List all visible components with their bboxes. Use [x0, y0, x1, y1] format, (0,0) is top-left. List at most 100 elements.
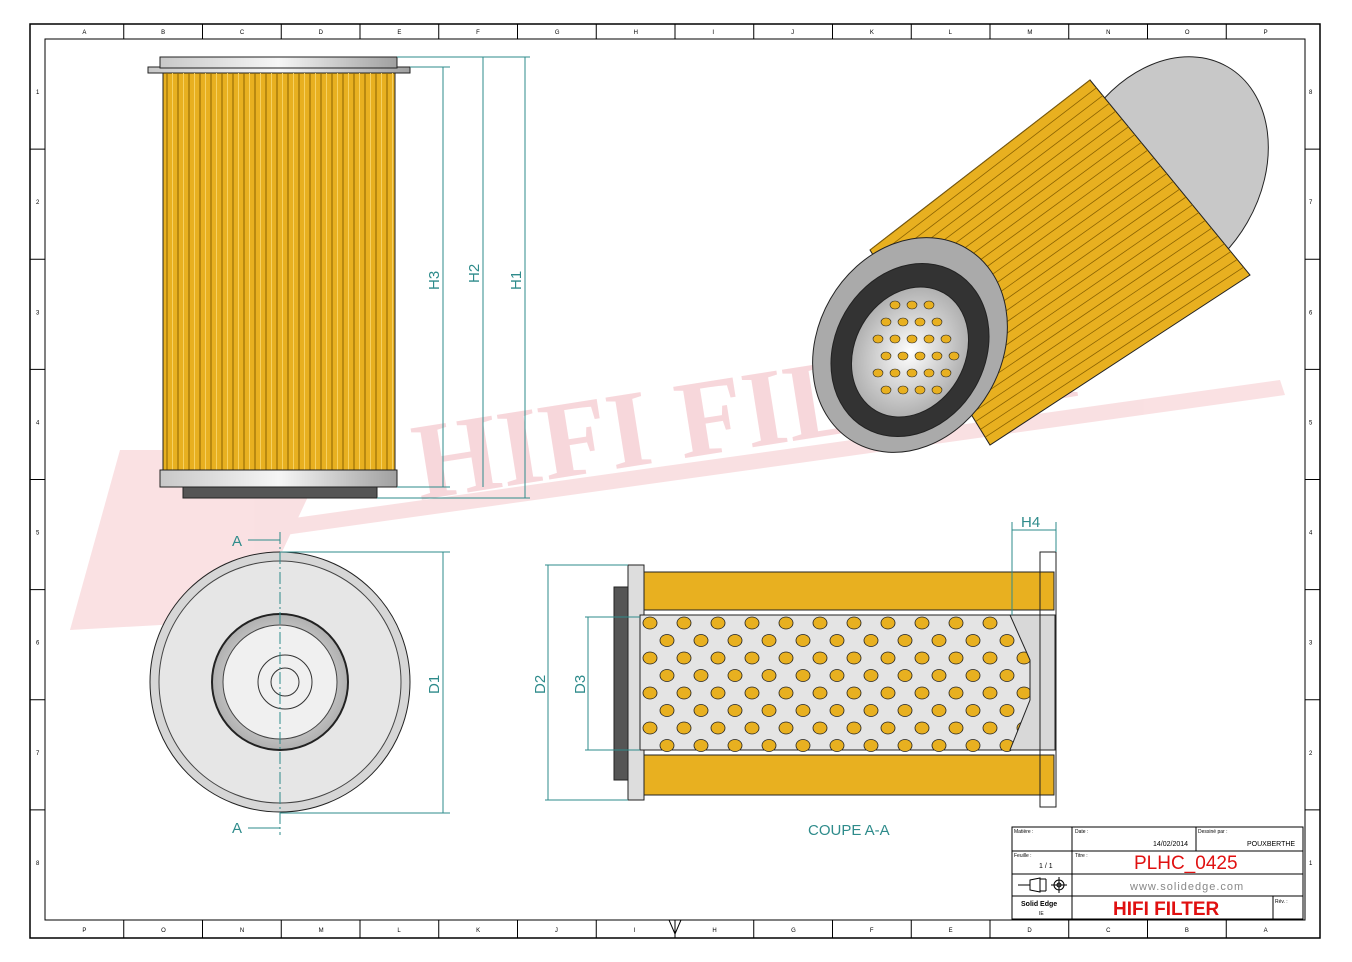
sheet-label: Feuille :: [1014, 853, 1032, 859]
tube-hole: [931, 669, 947, 682]
dim-h1: H1: [508, 271, 525, 290]
tube-hole: [642, 721, 658, 735]
tube-hole: [897, 704, 913, 717]
zone-row-label: 1: [1309, 861, 1313, 867]
tube-hole: [727, 634, 743, 647]
zone-row-label-left: 1: [36, 90, 40, 96]
zone-row-label: 3: [1309, 641, 1313, 647]
zone-column-label-top: L: [949, 30, 953, 36]
tube-hole: [948, 721, 964, 735]
iso-core-hole: [889, 300, 901, 310]
iso-pleat-line: [975, 251, 1232, 422]
zone-row-label-left: 3: [36, 310, 40, 316]
iso-core-hole: [931, 317, 943, 327]
rev-label: Rév. :: [1275, 899, 1288, 905]
tube-hole: [846, 686, 862, 700]
zone-row-label: 8: [1309, 90, 1313, 96]
iso-pleat-line: [869, 79, 1091, 251]
tube-hole: [744, 686, 760, 700]
zone-column-label-top: O: [1185, 30, 1190, 36]
tube-hole: [948, 686, 964, 700]
iso-pleat-line: [874, 87, 1097, 259]
right-endcap-cone: [1009, 614, 1056, 751]
tube-hole: [676, 616, 692, 630]
iso-pleat-line: [980, 259, 1238, 430]
tube-hole: [880, 616, 896, 630]
iso-core-hole: [906, 368, 918, 378]
tube-hole: [812, 686, 828, 700]
zone-column-label-top: P: [1264, 30, 1268, 36]
tube-hole: [727, 669, 743, 682]
front-view: H3 H2 H1: [147, 56, 530, 499]
iso-core-hole: [880, 385, 892, 395]
company-name: HIFI FILTER: [1113, 899, 1220, 920]
zone-row-label-left: 6: [36, 641, 40, 647]
pleated-media: [162, 72, 396, 471]
tube-hole: [710, 651, 726, 665]
tube-hole: [659, 704, 675, 717]
media-bottom-section: [643, 754, 1055, 796]
tube-hole: [880, 651, 896, 665]
tube-hole: [676, 686, 692, 700]
zone-column-label: D: [1027, 928, 1032, 934]
iso-core-hole: [897, 317, 909, 327]
bottom-seal: [182, 486, 378, 499]
iso-pleat-line: [984, 266, 1244, 438]
date-value: 14/02/2014: [1153, 841, 1188, 848]
zone-column-label-top: C: [240, 30, 245, 36]
watermark-stripe: [280, 380, 1285, 535]
iso-core-hole: [880, 351, 892, 361]
zone-column-label: E: [949, 928, 953, 934]
iso-core-hole: [906, 334, 918, 344]
iso-core-hole: [940, 368, 952, 378]
software-name: Solid Edge: [1021, 901, 1057, 908]
tube-hole: [693, 704, 709, 717]
tube-hole: [931, 739, 947, 752]
tube-hole: [948, 651, 964, 665]
date-label: Date :: [1075, 829, 1088, 835]
iso-core-hole: [931, 351, 943, 361]
tube-hole: [778, 686, 794, 700]
tube-hole: [931, 704, 947, 717]
section-marker-top: A: [232, 533, 242, 550]
zone-column-label-top: A: [82, 30, 86, 36]
tube-hole: [982, 686, 998, 700]
dim-h2: H2: [466, 264, 483, 283]
tube-hole: [761, 704, 777, 717]
iso-core-hole: [923, 368, 935, 378]
tube-hole: [897, 739, 913, 752]
dim-d1: D1: [426, 675, 443, 694]
tube-hole: [914, 651, 930, 665]
zone-column-label-top: B: [161, 30, 165, 36]
section-view: D2 D3 H4 COUPE A-A: [532, 514, 1057, 839]
zone-row-label: 4: [1309, 531, 1313, 537]
zone-column-label: F: [870, 928, 874, 934]
tube-hole: [914, 721, 930, 735]
iso-core-holes: [872, 300, 960, 395]
tube-hole: [965, 669, 981, 682]
tube-hole: [880, 721, 896, 735]
iso-core-hole: [948, 351, 960, 361]
tube-hole: [1016, 686, 1032, 700]
iso-core-hole: [897, 351, 909, 361]
zone-column-label: H: [712, 928, 716, 934]
zone-column-label-top: M: [1027, 30, 1032, 36]
center-bore: [270, 667, 300, 697]
tube-hole: [965, 704, 981, 717]
tube-hole: [693, 739, 709, 752]
tube-hole: [999, 634, 1015, 647]
zone-column-label: I: [634, 928, 636, 934]
zone-row-label-left: 2: [36, 200, 40, 206]
tube-hole: [863, 739, 879, 752]
tube-hole: [744, 616, 760, 630]
zone-column-label: N: [240, 928, 244, 934]
tube-hole: [829, 704, 845, 717]
media-top-section: [643, 571, 1055, 611]
tube-hole: [761, 739, 777, 752]
iso-pleat-line: [965, 235, 1219, 407]
zone-row-label: 7: [1309, 200, 1313, 206]
section-arrows: [248, 539, 280, 829]
drawn-by-label: Dessiné par :: [1198, 829, 1227, 835]
tube-hole: [829, 739, 845, 752]
